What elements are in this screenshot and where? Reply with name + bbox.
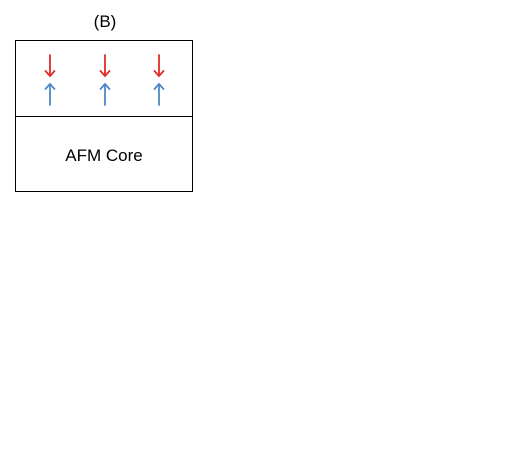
red-down-arrow-icon (44, 54, 56, 77)
diagram-box: AFM Core (15, 40, 193, 192)
red-down-arrow-icon (99, 54, 111, 77)
panel-label: (B) (93, 12, 117, 31)
blue-up-arrow-icon (99, 83, 111, 106)
layer-divider (16, 116, 192, 117)
blue-up-arrow-icon (153, 83, 165, 106)
blue-up-arrow-icon (44, 83, 56, 106)
afm-core-label: AFM Core (65, 146, 143, 165)
spin-arrows (44, 54, 165, 106)
red-down-arrow-icon (153, 54, 165, 77)
